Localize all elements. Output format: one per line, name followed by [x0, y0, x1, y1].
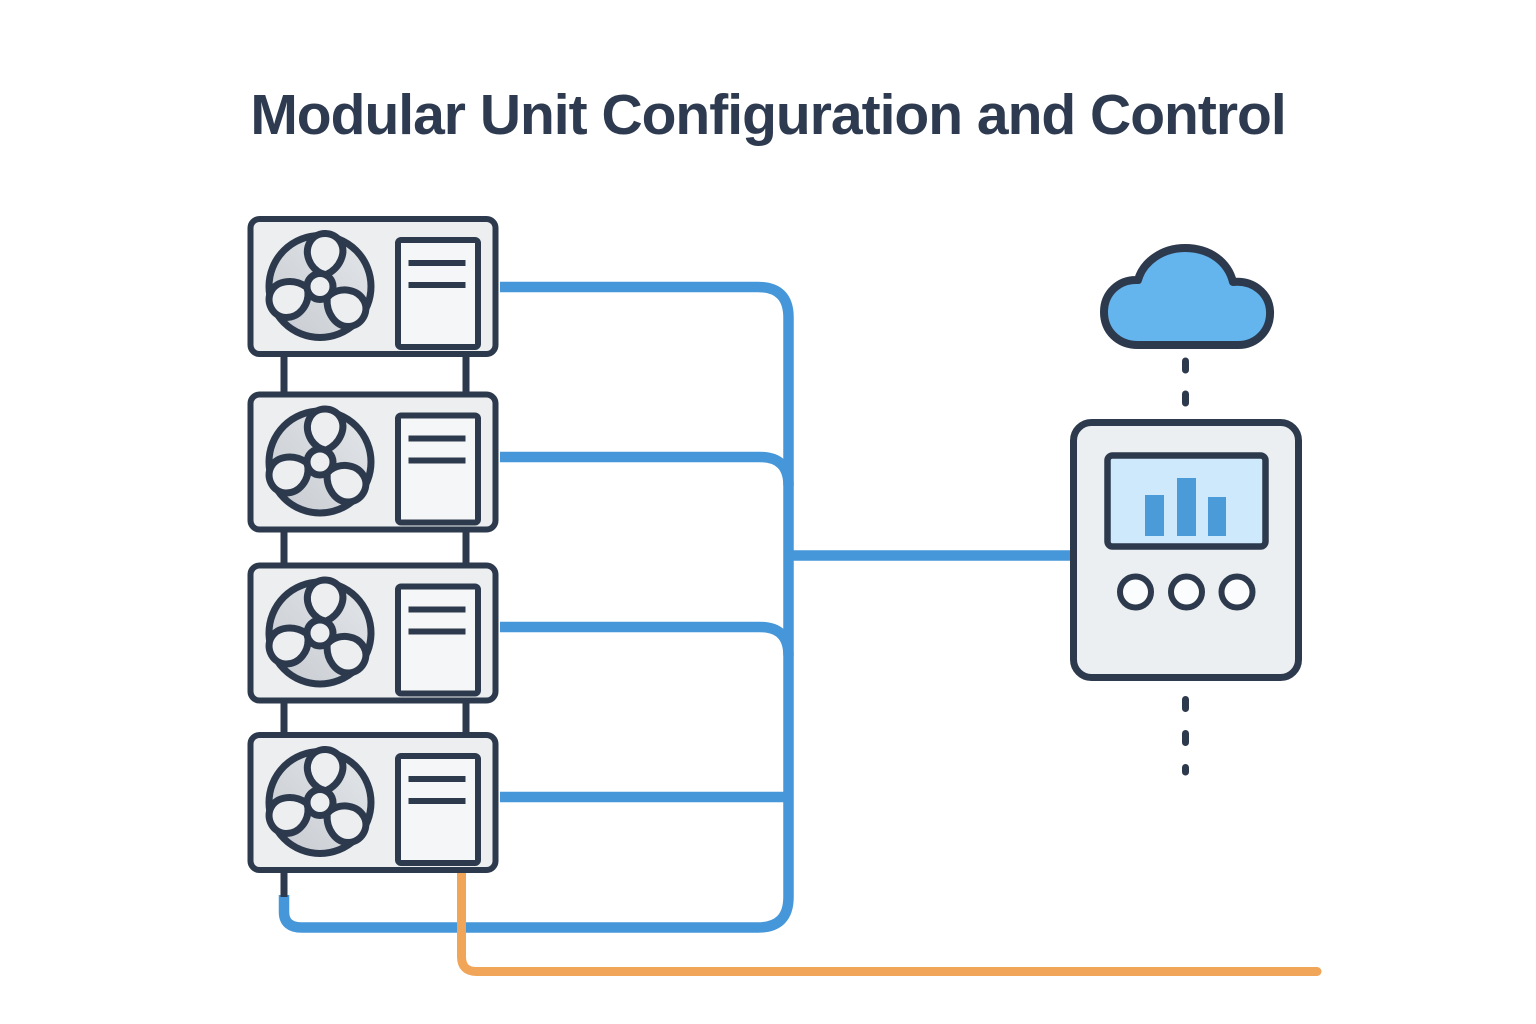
controller-button-2 [1168, 573, 1205, 611]
bus-line-unit-2 [500, 451, 794, 486]
screen-bar-3 [1208, 497, 1226, 536]
unit-connector-legs [280, 355, 470, 897]
controller-button-1 [1117, 573, 1154, 611]
controller-button-3 [1218, 573, 1256, 611]
bus-lines [278, 281, 1074, 933]
unit-1 [251, 219, 496, 354]
unit-4 [251, 735, 496, 870]
aux-line [457, 866, 1322, 976]
unit-2 [251, 395, 496, 530]
screen-bar-1 [1145, 495, 1164, 536]
bar-chart-icon [1145, 478, 1226, 536]
cloud-icon [1100, 244, 1274, 349]
bus-line-unit-1-trunk [278, 281, 794, 933]
bus-line-unit-3 [500, 621, 794, 656]
controller-device [1070, 419, 1302, 681]
screen-bar-2 [1177, 478, 1196, 536]
unit-3 [251, 566, 496, 701]
diagram-title: Modular Unit Configuration and Control [250, 83, 1286, 147]
